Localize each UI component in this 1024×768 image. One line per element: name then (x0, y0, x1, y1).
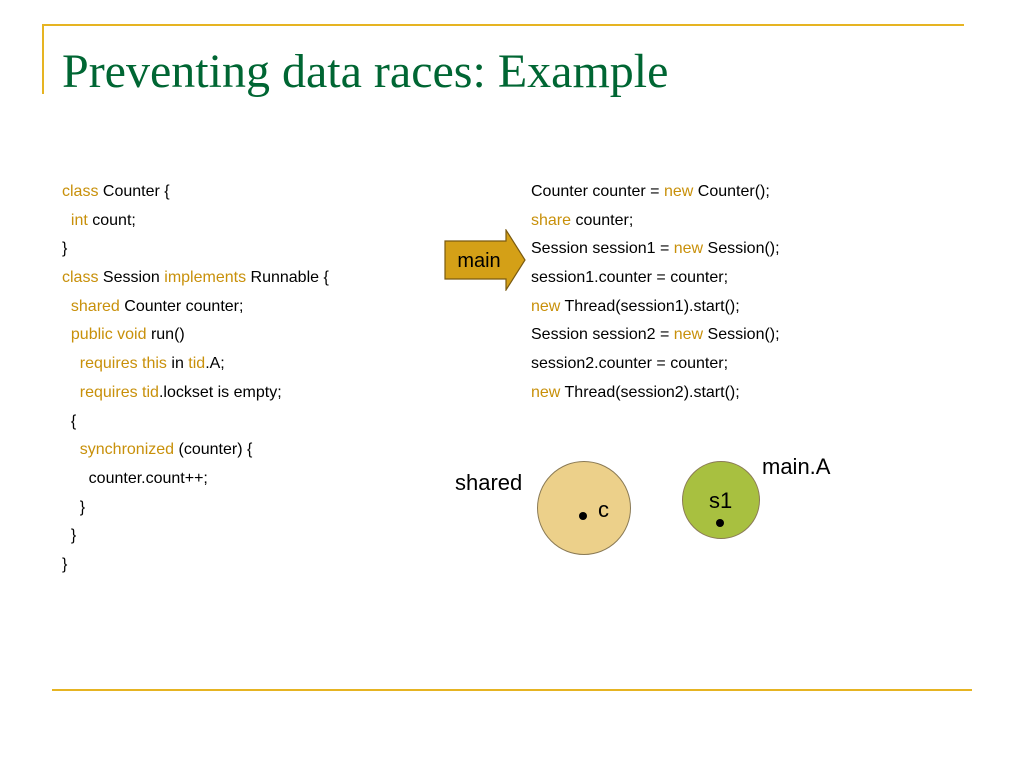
code-line: } (62, 551, 329, 580)
counter-object-dot (579, 512, 587, 520)
code-line: shared Counter counter; (62, 293, 329, 322)
code-text: counter.count++; (62, 469, 208, 487)
bottom-rule (52, 689, 972, 691)
code-text (62, 326, 71, 343)
code-line: Session session2 = new Session(); (531, 321, 780, 350)
code-line: class Counter { (62, 178, 329, 207)
code-line: } (62, 522, 329, 551)
code-text: { (62, 412, 77, 430)
code-line: session2.counter = counter; (531, 350, 780, 379)
code-text: Runnable { (246, 269, 329, 287)
session-class-code: class Counter { int count;} class Session… (62, 178, 329, 580)
code-text (62, 384, 80, 401)
code-keyword: implements (164, 269, 247, 287)
code-text: in (166, 355, 189, 373)
main-arrow-label: main (457, 250, 501, 272)
code-line: Session session1 = new Session(); (531, 235, 780, 264)
code-line: new Thread(session2).start(); (531, 379, 780, 408)
code-text: Session session2 = (531, 326, 674, 344)
code-text: (counter) { (174, 441, 253, 459)
code-text: Session(); (703, 240, 780, 258)
top-frame-rule (42, 24, 964, 26)
code-keyword: synchronized (79, 441, 175, 459)
code-text: counter; (571, 211, 634, 229)
code-text: Session(); (703, 326, 780, 344)
code-text (62, 355, 80, 372)
code-line: requires this in tid.A; (62, 350, 329, 379)
code-line: Counter counter = new Counter(); (531, 178, 780, 207)
code-line: new Thread(session1).start(); (531, 293, 780, 322)
code-keyword: new (663, 183, 694, 200)
code-line: } (62, 235, 329, 264)
code-keyword: share (531, 211, 572, 229)
code-keyword: new (531, 383, 561, 401)
code-keyword: new (673, 326, 704, 344)
code-text: count; (87, 211, 136, 229)
session-object-label: s1 (709, 488, 733, 513)
session-object-dot (716, 519, 724, 527)
code-text: Counter counter; (119, 297, 244, 315)
code-text: Session (98, 269, 165, 287)
code-keyword: class (62, 183, 99, 200)
code-text: Session session1 = (531, 240, 674, 258)
code-line: int count; (62, 207, 329, 236)
slide-title: Preventing data races: Example (62, 45, 669, 98)
code-text: session2.counter = counter; (531, 355, 729, 373)
code-text: Counter(); (693, 183, 770, 200)
code-text: } (62, 527, 77, 545)
code-line: session1.counter = counter; (531, 264, 780, 293)
code-line: requires tid.lockset is empty; (62, 379, 329, 408)
code-keyword: new (673, 240, 704, 258)
code-text (62, 298, 71, 315)
code-keyword: int (70, 211, 88, 229)
code-text: .A; (205, 355, 225, 373)
code-line: share counter; (531, 207, 780, 236)
counter-object-label: c (598, 497, 609, 522)
code-text: .lockset is empty; (158, 383, 282, 401)
code-text: } (62, 498, 86, 516)
code-text: Thread(session2).start(); (560, 383, 740, 401)
code-keyword: class (62, 269, 99, 287)
code-keyword: new (531, 297, 561, 315)
code-text (62, 212, 71, 229)
main-thread-code: Counter counter = new Counter();share co… (531, 178, 780, 408)
shared-region-circle (537, 461, 631, 555)
shared-region-label: shared (455, 470, 523, 495)
code-text: Counter counter = (531, 183, 664, 200)
code-text (62, 441, 80, 458)
main-arrow-icon (444, 229, 526, 291)
code-text: Thread(session1).start(); (560, 297, 740, 315)
code-text: } (62, 240, 68, 258)
code-line: public void run() (62, 321, 329, 350)
code-line: } (62, 494, 329, 523)
code-line: counter.count++; (62, 465, 329, 494)
code-text: session1.counter = counter; (531, 269, 729, 287)
code-text: } (62, 555, 68, 573)
code-keyword: shared (70, 297, 120, 315)
code-keyword: public void (70, 326, 147, 344)
code-text: Counter { (98, 183, 170, 200)
left-frame-rule (42, 24, 44, 94)
code-line: synchronized (counter) { (62, 436, 329, 465)
code-keyword: tid (188, 355, 206, 373)
code-line: class Session implements Runnable { (62, 264, 329, 293)
code-text: run() (146, 326, 185, 344)
code-line: { (62, 408, 329, 437)
code-keyword: requires this (79, 355, 167, 373)
code-keyword: requires tid (79, 383, 159, 401)
thread-region-label: main.A (762, 454, 831, 479)
